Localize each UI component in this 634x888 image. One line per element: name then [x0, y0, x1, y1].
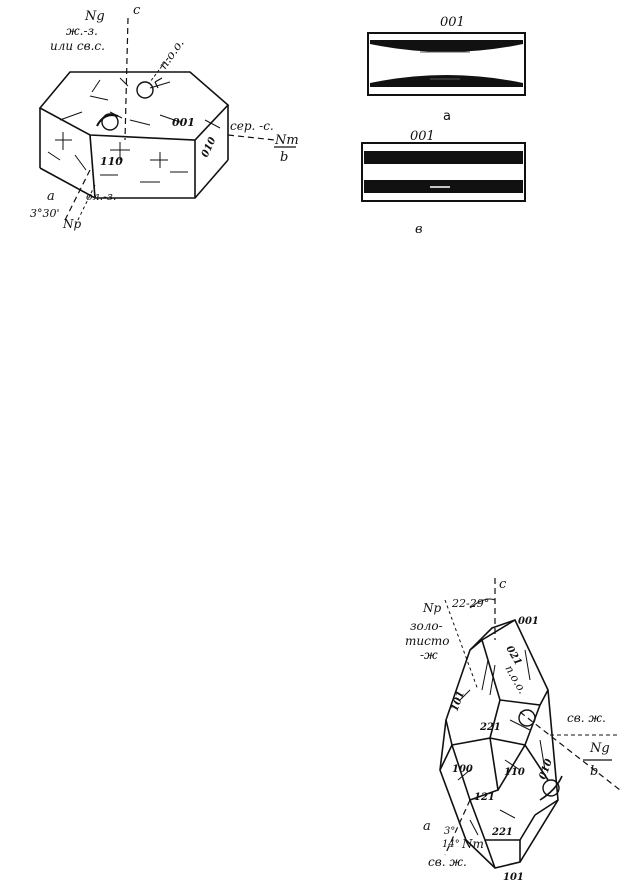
axis-np-label: Np — [62, 217, 82, 231]
prismatic-crystal-figure: c 22-29° Np золо- тисто -ж 001 021 п.о.о… — [405, 577, 621, 883]
face-121-label: 121 — [474, 792, 495, 803]
angle-bottom-line2: 14° — [442, 839, 460, 850]
twin-sections-figure: 001 а 001 в — [361, 15, 526, 237]
angle-label: 3°30' — [30, 207, 60, 220]
face-101-bottom-label: 101 — [503, 872, 524, 883]
color-right-label: св. ж. — [567, 711, 606, 725]
axis-np-label: Np — [422, 601, 442, 615]
color-left-line2: тисто — [405, 634, 449, 648]
color-bottom-label: св. ж. — [428, 855, 467, 869]
face-001-label: 001 — [172, 116, 195, 129]
rotation-arc-icon — [539, 775, 563, 801]
rotation-arc-icon — [96, 114, 119, 127]
optic-axis-circle — [518, 709, 536, 727]
face-001-label: 001 — [518, 616, 539, 627]
color-left-line3: -ж — [420, 648, 438, 662]
np-axis-line — [444, 599, 479, 691]
tabular-crystal-figure: c Ng ж.-з. или св.с. п.о.о. 001 010 110 … — [30, 3, 299, 231]
axis-nm-label: Nm — [461, 837, 484, 851]
axis-a-label: a — [47, 189, 55, 204]
rotation-arrow-icon — [154, 77, 163, 89]
caption-a: а — [443, 109, 451, 124]
section-a-face-label: 001 — [440, 15, 465, 30]
cleavage-marks — [457, 649, 546, 836]
face-221-top-label: 221 — [479, 722, 501, 733]
face-101-label: 101 — [449, 690, 466, 713]
axis-ng-label: Ng — [84, 9, 105, 24]
a-axis-line — [444, 799, 471, 856]
optic-plane-label: п.о.о. — [156, 36, 187, 72]
np-axis-line — [74, 184, 96, 227]
caption-b: в — [415, 222, 423, 237]
axis-ng-label: Ng — [589, 741, 610, 756]
axis-nm-label: Nm — [274, 133, 299, 148]
cleavage-marks — [47, 77, 221, 183]
angle-arc-top — [469, 598, 496, 609]
b-axis-line — [519, 711, 621, 791]
optic-axis-circle-bottom — [101, 113, 119, 131]
face-110-label: 110 — [100, 155, 123, 168]
axis-a-label: a — [423, 819, 431, 834]
axis-c-label: c — [133, 3, 141, 18]
face-100-label: 100 — [452, 764, 473, 775]
face-010-label: 010 — [537, 758, 554, 781]
axis-b-label: b — [280, 150, 288, 165]
face-110-label: 110 — [504, 767, 525, 778]
color-left-line1: золо- — [410, 619, 443, 633]
face-010-label: 010 — [200, 136, 219, 160]
crystal-outline — [38, 71, 230, 199]
angle-top-label: 22-29° — [451, 597, 489, 610]
optic-axis-circle-top — [136, 81, 154, 99]
angle-bottom-line1: 3° — [444, 826, 455, 837]
face-221-bottom-label: 221 — [491, 827, 513, 838]
color-bottom-label: ол.-з. — [86, 190, 116, 203]
axis-b-label: b — [590, 764, 598, 779]
axis-c-label: c — [499, 577, 507, 592]
color-side-label: сер. -с. — [230, 119, 274, 133]
section-b-face-label: 001 — [410, 129, 435, 144]
section-b — [361, 142, 526, 202]
c-axis-line — [124, 17, 129, 141]
color-top-line2: или св.с. — [50, 39, 105, 53]
color-top-line1: ж.-з. — [66, 24, 98, 38]
optic-axis-circle-lower — [542, 779, 560, 797]
section-a — [367, 32, 526, 96]
optic-plane-label: п.о.о. — [502, 663, 529, 696]
b-axis-line — [227, 134, 276, 141]
